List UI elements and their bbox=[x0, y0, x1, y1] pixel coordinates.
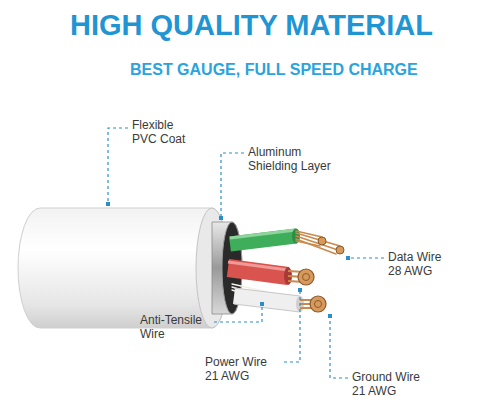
copper-end bbox=[310, 296, 326, 312]
strand bbox=[296, 231, 322, 237]
white-wire-outline bbox=[234, 288, 300, 312]
leader-line bbox=[330, 316, 348, 378]
callout-label: Anti-Tensile Wire bbox=[140, 313, 212, 342]
data-strands bbox=[296, 231, 340, 254]
leader-dot bbox=[260, 302, 264, 306]
leader-line bbox=[214, 304, 262, 322]
strand bbox=[296, 236, 338, 250]
copper-core bbox=[315, 301, 322, 308]
copper-core bbox=[303, 274, 310, 281]
leader-dot bbox=[219, 216, 223, 220]
callout-label: Data Wire 28 AWG bbox=[388, 250, 458, 279]
leader-dots bbox=[106, 202, 350, 318]
leader-line bbox=[348, 257, 384, 258]
callout-label: Aluminum Shielding Layer bbox=[248, 145, 348, 174]
leader-dot bbox=[298, 288, 302, 292]
strand bbox=[296, 239, 336, 254]
leader-lines bbox=[108, 128, 384, 378]
leader-dot bbox=[106, 202, 110, 206]
callout-label: Ground Wire 21 AWG bbox=[352, 370, 432, 399]
white-ground-wire bbox=[234, 296, 300, 304]
title: HIGH QUALITY MATERIAL bbox=[70, 8, 433, 43]
green-highlight bbox=[230, 230, 296, 238]
leader-line bbox=[108, 128, 128, 204]
copper-end bbox=[318, 237, 326, 245]
leader-line bbox=[221, 153, 244, 218]
pvc-jacket bbox=[18, 208, 228, 328]
leader-dot bbox=[328, 314, 332, 318]
strand bbox=[296, 241, 320, 246]
copper-end bbox=[336, 246, 344, 254]
callout-label: Power Wire 21 AWG bbox=[205, 355, 283, 384]
leader-line bbox=[284, 290, 300, 362]
red-highlight bbox=[228, 262, 288, 270]
callout-label: Flexible PVC Coat bbox=[132, 118, 194, 147]
copper-end bbox=[298, 269, 314, 285]
leader-dot bbox=[346, 256, 350, 260]
subtitle: BEST GAUGE, FULL SPEED CHARGE bbox=[130, 60, 418, 79]
